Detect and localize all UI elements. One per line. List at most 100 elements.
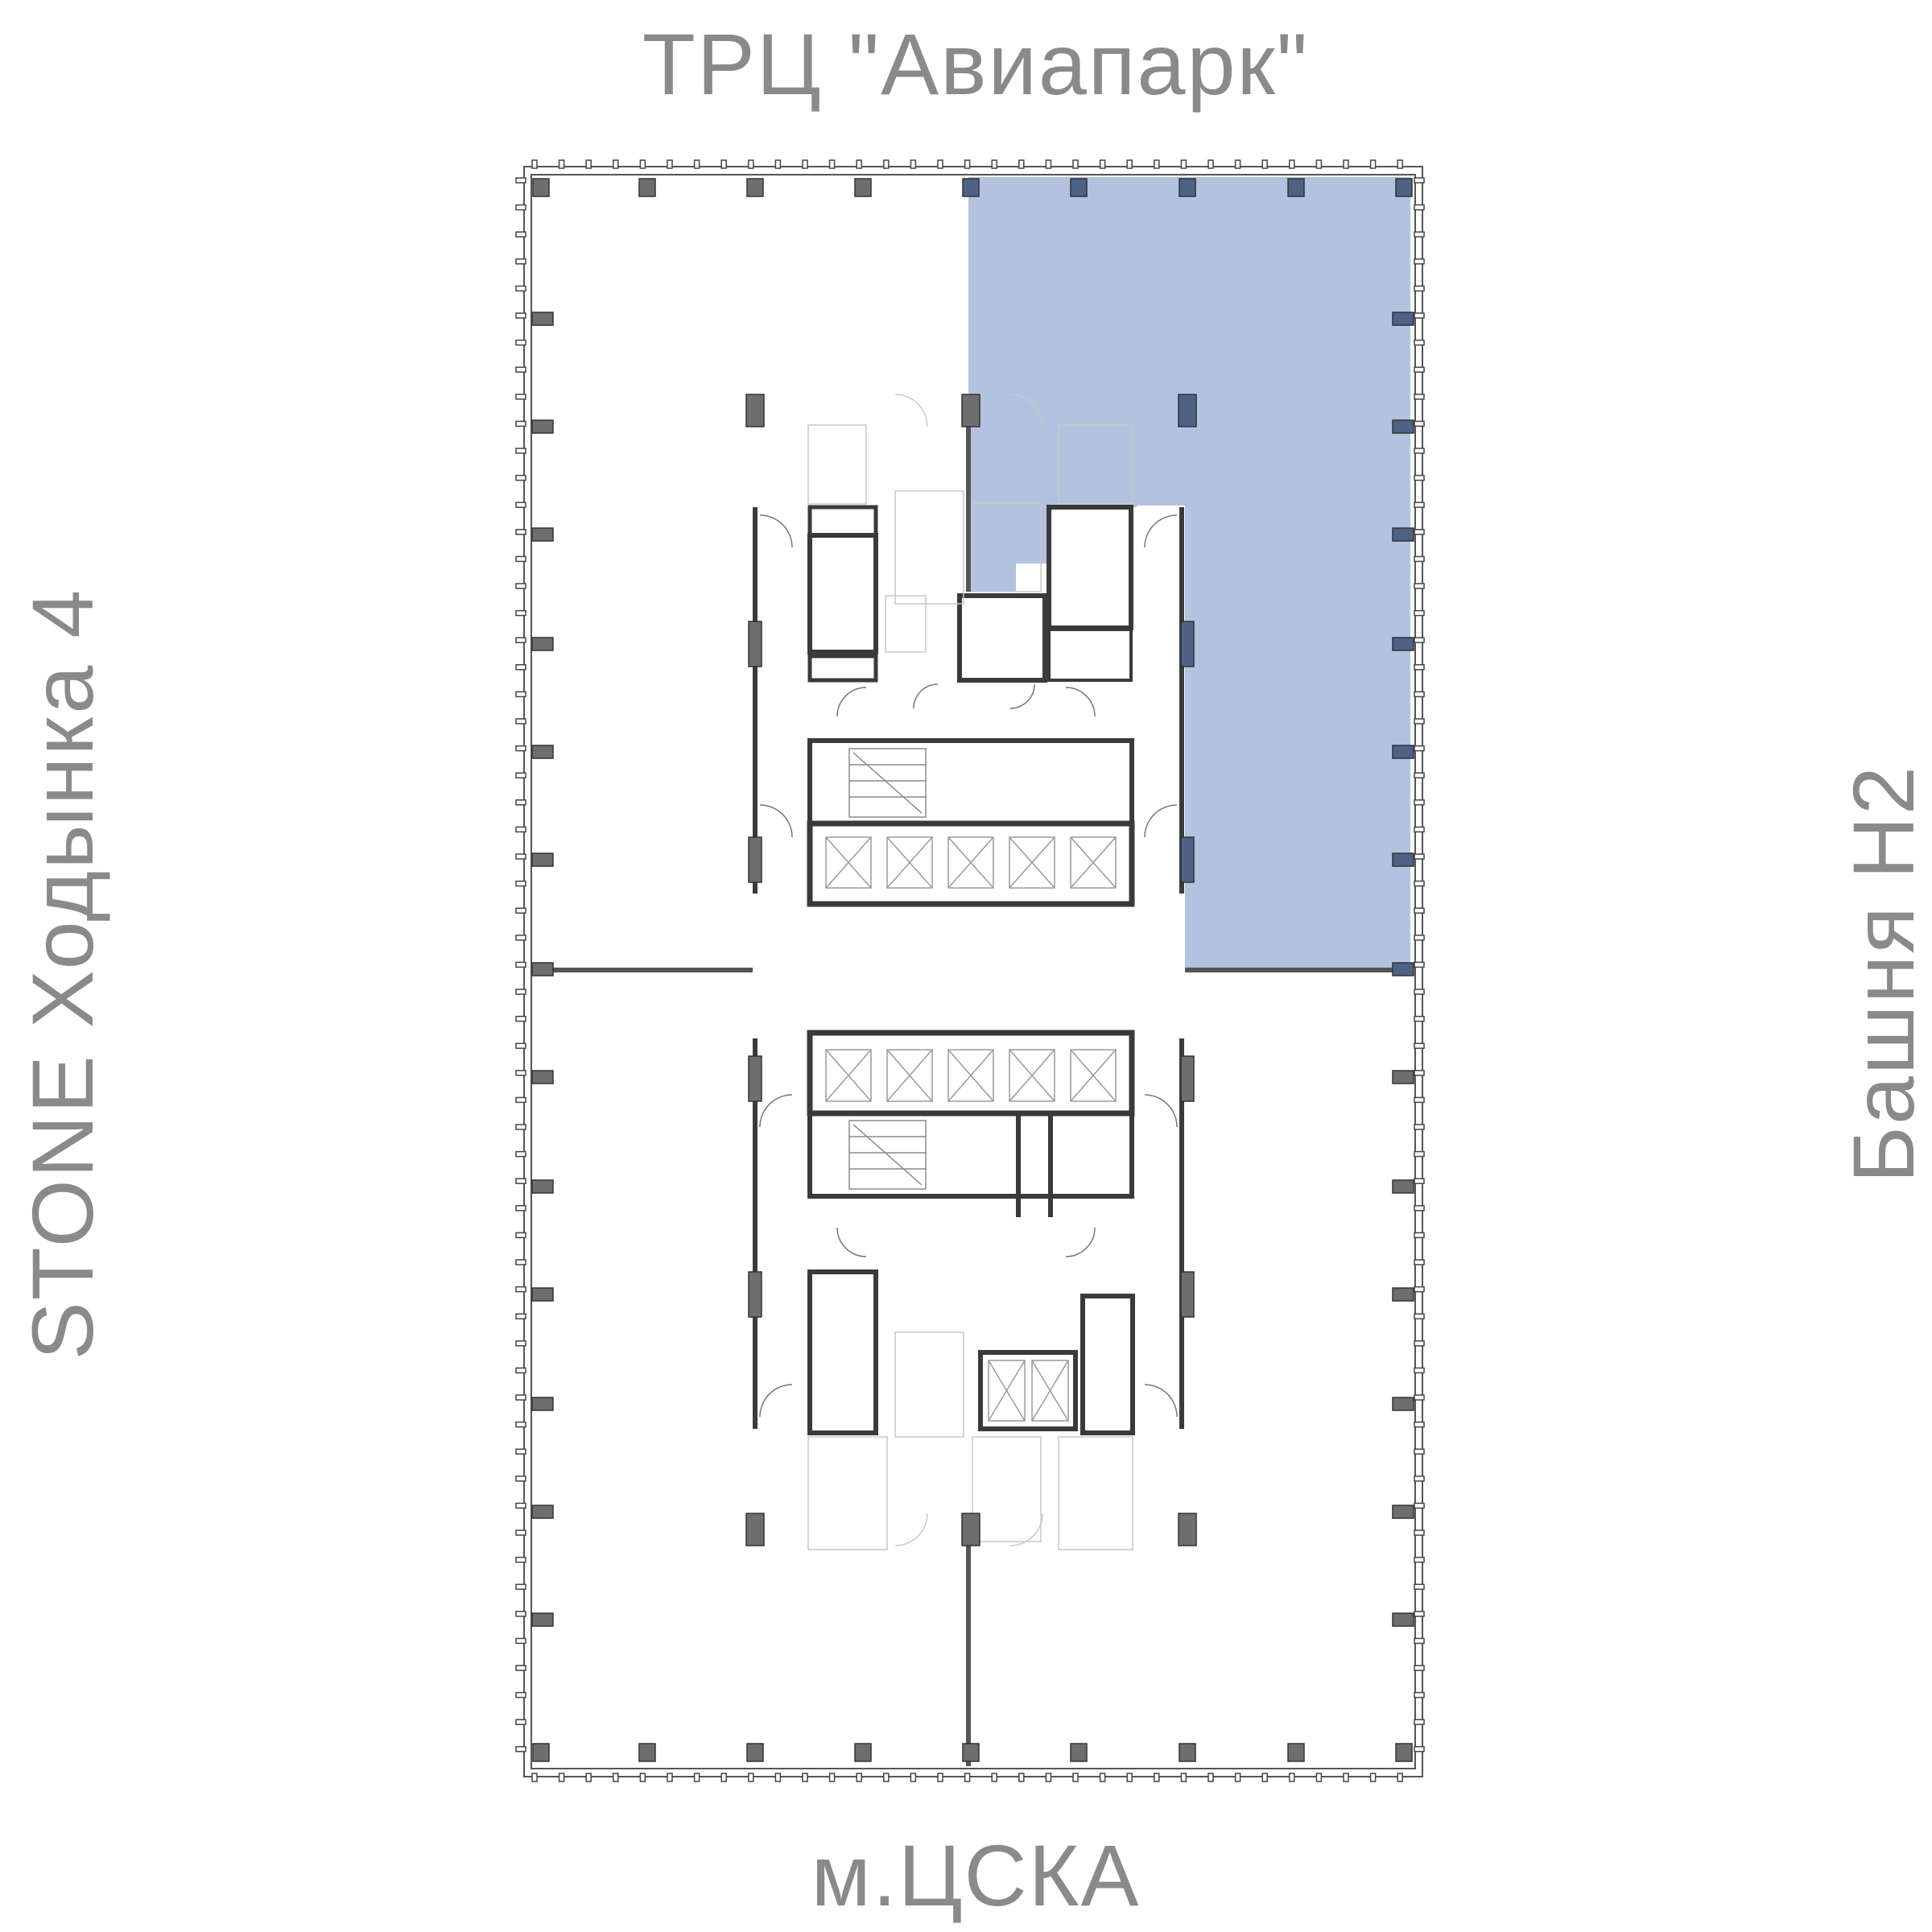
mullion: [1397, 159, 1403, 169]
mullion: [1414, 339, 1425, 346]
mullion: [1414, 1150, 1425, 1158]
mullion: [883, 1773, 890, 1782]
mullion: [828, 1773, 836, 1782]
column: [1392, 527, 1414, 542]
mullion: [1414, 1611, 1425, 1617]
mullion: [1414, 1448, 1425, 1455]
column: [1180, 1271, 1195, 1318]
mullion: [856, 1773, 862, 1782]
mullion: [1369, 159, 1377, 169]
mullion: [1018, 159, 1025, 169]
column: [1392, 1070, 1414, 1084]
mullion: [515, 394, 526, 400]
mullion: [515, 799, 526, 806]
mullion: [1343, 1773, 1349, 1782]
mullion: [515, 1070, 526, 1076]
column: [1392, 1179, 1414, 1194]
mullion: [515, 555, 526, 563]
mullion: [1072, 159, 1079, 169]
mullion: [1414, 1124, 1425, 1130]
elevator-car: [947, 836, 994, 889]
mullion: [515, 718, 526, 724]
mullion: [558, 159, 565, 169]
column: [532, 178, 550, 197]
mullion: [515, 448, 526, 454]
column: [1180, 1055, 1195, 1102]
mullion: [693, 159, 700, 169]
elevator-car: [886, 1049, 933, 1102]
column: [961, 394, 980, 427]
mullion: [515, 1124, 526, 1130]
mullion: [515, 583, 526, 589]
mullion: [910, 159, 917, 169]
mullion: [1414, 691, 1425, 698]
mullion: [1414, 880, 1425, 887]
facade-mullions: [515, 159, 1425, 1782]
column: [1287, 178, 1305, 197]
mullion: [515, 935, 526, 941]
column: [531, 852, 554, 867]
mullion: [910, 1773, 917, 1782]
column: [1392, 1505, 1414, 1519]
elevator-car: [1070, 1049, 1117, 1102]
mullion: [1414, 394, 1425, 400]
mullion: [515, 1691, 526, 1699]
mullion: [1414, 1015, 1425, 1022]
mullion: [1414, 1340, 1425, 1347]
mullion: [515, 989, 526, 995]
structural-columns: [531, 178, 1414, 1762]
mullion: [1343, 159, 1349, 169]
elevator-car: [1031, 1360, 1069, 1422]
column: [531, 1505, 554, 1519]
mullion: [1414, 1286, 1425, 1293]
mullion: [515, 1178, 526, 1184]
column: [531, 419, 554, 434]
elevator-cross: [947, 1049, 994, 1102]
column: [1178, 394, 1197, 427]
mullion: [515, 1637, 526, 1645]
mullion: [1414, 935, 1425, 941]
label-north-aviapark: ТРЦ "Авиапарк": [642, 15, 1310, 113]
elevator-cross: [1070, 836, 1117, 889]
mullion: [1414, 1502, 1425, 1509]
mullion: [1099, 1773, 1106, 1782]
mullion: [515, 1232, 526, 1239]
column: [1395, 178, 1413, 197]
core-walls: [753, 505, 1184, 1435]
mullion: [515, 258, 526, 265]
mullion: [1414, 1394, 1425, 1401]
mullion: [1154, 1773, 1160, 1782]
mullion: [515, 1746, 526, 1752]
mullion: [667, 1773, 673, 1782]
mullion: [1414, 961, 1425, 968]
elevator-cross: [886, 836, 933, 889]
mullion: [515, 609, 526, 617]
mullion: [964, 159, 971, 169]
column: [746, 1743, 764, 1762]
column: [638, 1743, 656, 1762]
elevator-cross: [1009, 836, 1055, 889]
mullion: [1414, 1637, 1425, 1645]
elevator-cross: [825, 1049, 872, 1102]
building-outline: [523, 166, 1423, 1777]
mullion: [1414, 1476, 1425, 1482]
mullion: [774, 159, 782, 169]
column: [1395, 1743, 1413, 1762]
mullion: [828, 159, 836, 169]
mullion: [1099, 159, 1106, 169]
mullion: [991, 1773, 997, 1782]
column: [748, 836, 762, 883]
mullion: [1414, 1096, 1425, 1104]
mullion: [515, 853, 526, 860]
mullion: [1414, 799, 1425, 806]
column: [1392, 419, 1414, 434]
mullion: [515, 1502, 526, 1509]
mullion: [720, 159, 727, 169]
mullion: [1414, 745, 1425, 752]
restroom-fixtures: [807, 394, 1133, 1550]
mullion: [1208, 1773, 1214, 1782]
column: [745, 394, 765, 427]
mullion: [1045, 1773, 1052, 1782]
mullion: [1126, 159, 1133, 169]
mullion: [1234, 1773, 1241, 1782]
